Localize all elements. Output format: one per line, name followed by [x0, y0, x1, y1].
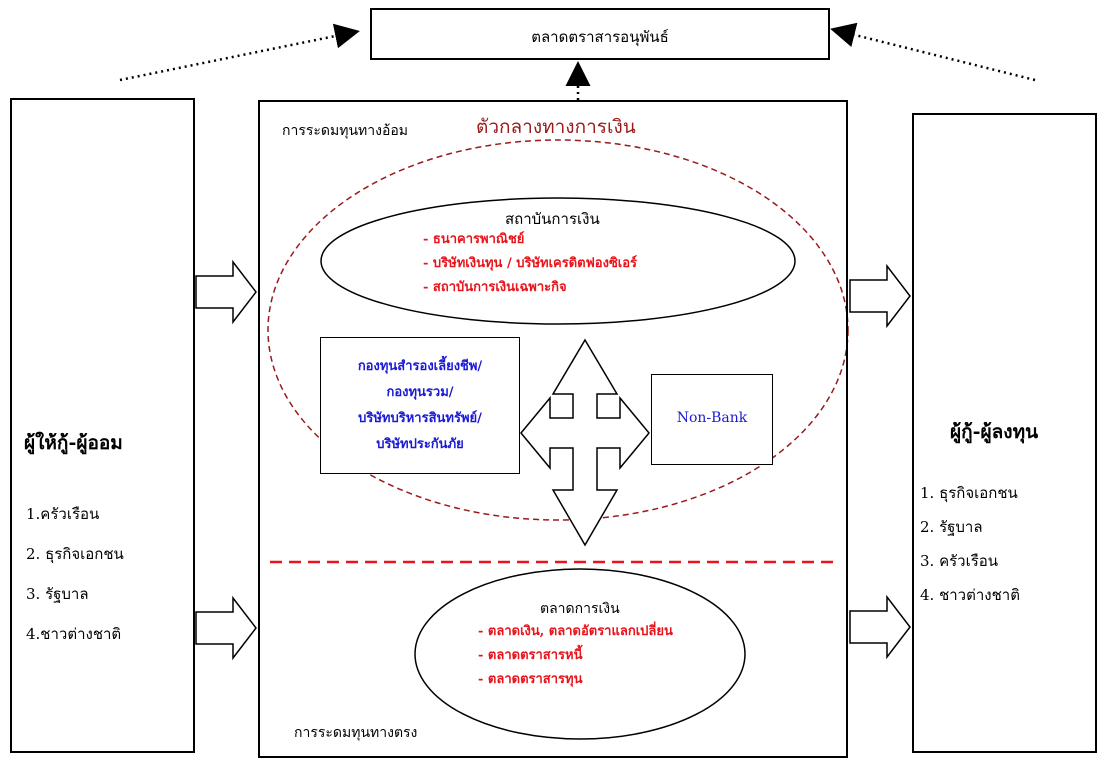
non-bank-label: Non-Bank — [676, 410, 748, 426]
block-arrow-right-top — [849, 263, 911, 329]
lenders-list: 1.ครัวเรือน 2. ธุรกิจเอกชน 3. รัฐบาล 4.ช… — [26, 500, 124, 648]
list-item: - ธนาคารพาณิชย์ — [423, 232, 525, 247]
list-item: 1. ธุรกิจเอกชน — [920, 484, 1018, 502]
financial-institutions-title: สถาบันการเงิน — [505, 210, 600, 228]
derivatives-market-label: ตลาดตราสารอนุพันธ์ — [531, 28, 669, 46]
financial-institutions-list: - ธนาคารพาณิชย์ - บริษัทเงินทุน / บริษัท… — [423, 228, 637, 300]
intermediary-label: ตัวกลางทางการเงิน — [476, 116, 636, 138]
financial-markets-title: ตลาดการเงิน — [540, 601, 620, 617]
indirect-financing-label: การระดมทุนทางอ้อม — [282, 123, 408, 139]
list-item: 2. รัฐบาล — [920, 518, 983, 536]
list-item: 3. รัฐบาล — [26, 585, 89, 603]
list-item: 4. ชาวต่างชาติ — [920, 586, 1020, 604]
list-item: 4.ชาวต่างชาติ — [26, 625, 122, 643]
funds-line: กองทุนรวม/ — [386, 385, 454, 400]
funds-line: กองทุนสำรองเลี้ยงชีพ/ — [357, 359, 483, 374]
block-arrow-left-bottom — [195, 595, 257, 661]
list-item: 1.ครัวเรือน — [26, 505, 100, 523]
non-bank-box: Non-Bank — [651, 374, 773, 465]
funds-box: กองทุนสำรองเลี้ยงชีพ/ กองทุนรวม/ บริษัทบ… — [320, 337, 520, 474]
list-item: 2. ธุรกิจเอกชน — [26, 545, 124, 563]
block-arrow-right-bottom — [849, 594, 911, 660]
direct-financing-label: การระดมทุนทางตรง — [294, 725, 418, 741]
list-item: - บริษัทเงินทุน / บริษัทเครดิตฟองซิเอร์ — [423, 256, 638, 271]
borrowers-title: ผู้กู้-ผู้ลงทุน — [950, 421, 1039, 443]
center-box: การระดมทุนทางอ้อม ตัวกลางทางการเงิน การร… — [258, 100, 848, 758]
list-item: 3. ครัวเรือน — [920, 552, 999, 570]
list-item: - สถาบันการเงินเฉพาะกิจ — [423, 280, 567, 295]
funds-lines: กองทุนสำรองเลี้ยงชีพ/ กองทุนรวม/ บริษัทบ… — [321, 354, 519, 458]
lenders-title: ผู้ให้กู้-ผู้ออม — [24, 432, 123, 454]
dotted-arrow-left — [119, 23, 360, 82]
derivatives-market-box: ตลาดตราสารอนุพันธ์ — [370, 8, 830, 60]
borrowers-list: 1. ธุรกิจเอกชน 2. รัฐบาล 3. ครัวเรือน 4.… — [920, 479, 1020, 609]
list-item: - ตลาดตราสารทุน — [478, 672, 583, 687]
block-arrow-left-top — [195, 259, 257, 325]
lenders-box: ผู้ให้กู้-ผู้ออม 1.ครัวเรือน 2. ธุรกิจเอ… — [10, 98, 195, 753]
list-item: - ตลาดตราสารหนี้ — [478, 648, 583, 663]
dotted-arrow-right — [830, 22, 1036, 82]
list-item: - ตลาดเงิน, ตลาดอัตราแลกเปลี่ยน — [478, 624, 673, 639]
financial-markets-list: - ตลาดเงิน, ตลาดอัตราแลกเปลี่ยน - ตลาดตร… — [478, 620, 673, 692]
funds-line: บริษัทบริหารสินทรัพย์/ — [358, 411, 482, 426]
funds-line: บริษัทประกันภัย — [376, 437, 464, 452]
borrowers-box: ผู้กู้-ผู้ลงทุน 1. ธุรกิจเอกชน 2. รัฐบาล… — [912, 113, 1097, 753]
